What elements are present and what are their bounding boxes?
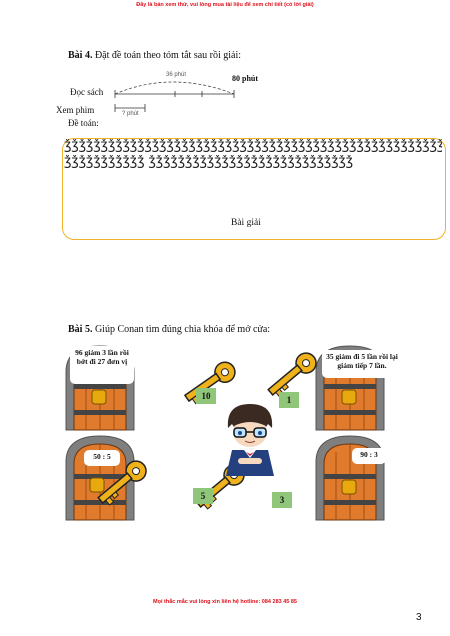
footer-hotline: Mọi thắc mắc vui lòng xin liên hệ hotlin… xyxy=(153,599,297,605)
door-2-puzzle: 35 giảm đi 5 lần rồi lại giảm tiếp 7 lần… xyxy=(322,350,402,378)
key-c-icon[interactable] xyxy=(88,452,158,512)
door-4-puzzle: 90 : 3 xyxy=(352,448,386,464)
conan-character-icon xyxy=(226,404,274,476)
number-tag-3[interactable]: 3 xyxy=(272,492,292,508)
exercise-4-title: Bài 4. Đặt đề toán theo tóm tắt sau rồi … xyxy=(68,50,241,61)
bottom-segment-label: ? phút xyxy=(122,111,139,117)
row-label-movie: Xem phim xyxy=(56,105,95,115)
page-number: 3 xyxy=(416,612,422,623)
exercise-5-label: Bài 5. xyxy=(68,324,93,335)
segment-diagram xyxy=(114,81,235,112)
answer-line-1: ǯǯǯǯǯǯǯǯǯǯǯǯǯǯǯǯǯǯǯǯǯǯǯǯǯǯǯǯǯǯǯǯǯǯǯǯǯǯǯǯ… xyxy=(64,139,442,153)
exercise-4-label: Bài 4. xyxy=(68,50,93,61)
answer-line-2: ǯǯǯǯǯǯǯǯǯǯǯ ǯǯǯǯǯǯǯǯǯǯǯǯǯǯǯǯǯǯǯǯǯǯǯǯǯǯǯǯ xyxy=(64,155,353,169)
number-tag-10[interactable]: 10 xyxy=(196,388,216,404)
bai-giai-heading: Bài giải xyxy=(231,218,261,228)
door-1-puzzle: 96 giảm 3 lần rồi bớt đi 27 đơn vị xyxy=(70,346,134,384)
de-toan-label: Đề toán: xyxy=(68,118,99,128)
number-tag-5[interactable]: 5 xyxy=(193,488,213,504)
door-4 xyxy=(315,435,385,521)
top-segment-label: 36 phút xyxy=(166,72,187,78)
row-label-reading: Đọc sách xyxy=(70,87,104,97)
preview-banner: Đây là bản xem thử, vui lòng mua tài liệ… xyxy=(136,2,314,8)
number-tag-1[interactable]: 1 xyxy=(279,392,299,408)
exercise-5-text: Giúp Conan tìm đúng chìa khóa để mở cửa: xyxy=(94,324,271,335)
key-b-icon[interactable] xyxy=(258,344,328,404)
answer-box[interactable] xyxy=(62,138,446,240)
exercise-4-text: Đặt đề toán theo tóm tắt sau rồi giải: xyxy=(94,50,242,61)
exercise-5-title: Bài 5. Giúp Conan tìm đúng chìa khóa để … xyxy=(68,324,270,335)
door-3-puzzle: 50 : 5 xyxy=(84,450,120,466)
total-label: 80 phút xyxy=(232,74,259,83)
